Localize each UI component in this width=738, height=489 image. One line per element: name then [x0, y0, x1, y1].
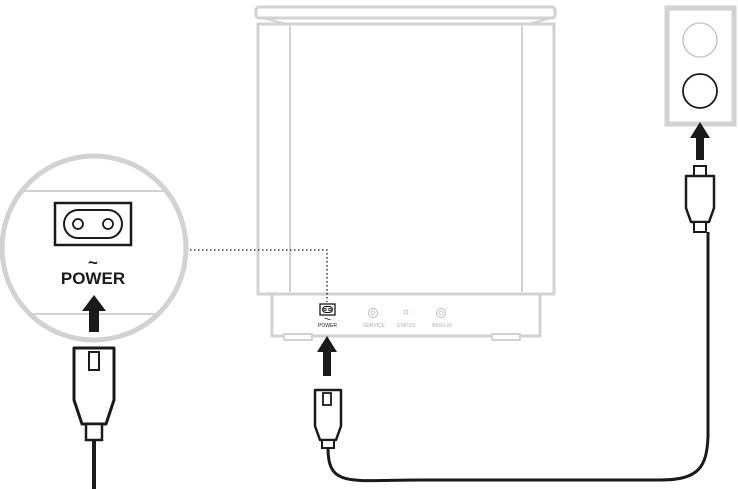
outlet-power-plug — [684, 165, 716, 233]
bass-in-label: BASS IN — [432, 323, 452, 329]
bass-in-port: BASS IN — [432, 308, 452, 329]
status-label: STATUS — [397, 323, 417, 329]
outlet-socket-bottom — [682, 73, 718, 109]
center-power-plug — [313, 388, 343, 449]
subwoofer-base — [270, 292, 542, 338]
subwoofer-body — [256, 22, 556, 296]
callout-circle — [0, 153, 189, 343]
callout-magnifier: ~ POWER — [0, 153, 189, 343]
subwoofer-foot-left — [283, 333, 313, 341]
callout-power-label: POWER — [61, 269, 125, 288]
rear-power-symbol — [324, 317, 331, 321]
outlet-socket-top — [682, 22, 718, 58]
callout-ac-symbol: ~ — [88, 253, 98, 272]
rear-power-label: POWER — [318, 323, 337, 329]
service-port: SERVICE — [363, 308, 386, 329]
service-label: SERVICE — [363, 323, 386, 329]
callout-insert-arrow — [82, 295, 106, 332]
status-light: STATUS — [397, 309, 417, 329]
subwoofer: POWER SERVICE STATUS BASS IN — [254, 5, 557, 341]
outlet-insert-arrow — [690, 122, 710, 160]
callout-power-plug — [72, 346, 116, 489]
callout-leader-line — [186, 249, 328, 302]
rear-power-port: POWER — [318, 303, 337, 329]
center-insert-arrow — [317, 336, 337, 376]
power-cord — [326, 232, 710, 483]
subwoofer-foot-right — [491, 333, 521, 341]
subwoofer-top-cap — [254, 5, 557, 20]
wall-outlet — [664, 5, 737, 127]
callout-power-port — [53, 201, 133, 247]
